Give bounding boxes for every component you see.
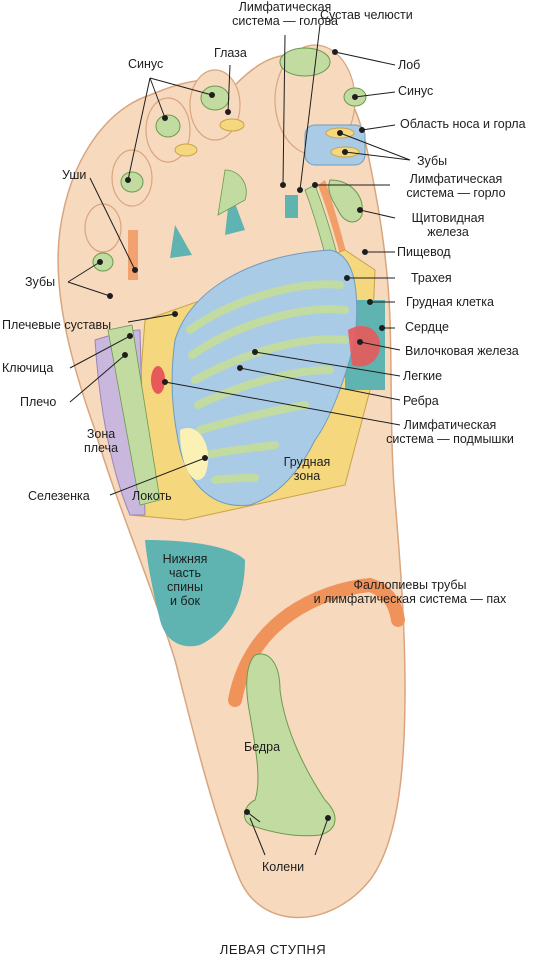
label-fallopian: Фаллопиевы трубы и лимфатическая система… xyxy=(313,578,507,606)
chest-area xyxy=(94,249,385,521)
label-jaw-joint: Сустав челюсти xyxy=(320,8,413,22)
caption: ЛЕВАЯ СТУПНЯ xyxy=(219,942,327,957)
label-eyes: Глаза xyxy=(214,46,247,60)
label-lower-back: Нижняя часть спины и бок xyxy=(162,552,208,608)
label-lymph-armpit: Лимфатическая система — подмышки xyxy=(386,418,514,446)
label-thyroid: Щитовидная железа xyxy=(411,211,485,239)
hip-zone xyxy=(244,653,336,837)
label-shoulder-joints: Плечевые суставы xyxy=(2,318,112,332)
label-lymph-throat: Лимфатическая система — горло xyxy=(406,172,506,200)
label-esophagus: Пищевод xyxy=(397,245,451,259)
label-sinus-left: Синус xyxy=(128,57,164,71)
label-clavicle: Ключица xyxy=(2,361,54,375)
label-elbow: Локоть xyxy=(132,489,172,503)
fallopian-arc xyxy=(228,577,405,707)
label-heart: Сердце xyxy=(405,320,449,334)
label-chest: Грудная клетка xyxy=(406,295,494,309)
leader-lines xyxy=(67,24,411,856)
label-knees: Колени xyxy=(262,860,305,874)
label-lungs: Легкие xyxy=(403,369,443,383)
label-teeth-left: Зубы xyxy=(25,275,56,289)
label-chest-zone: Грудная зона xyxy=(283,455,331,483)
label-ribs: Ребра xyxy=(403,394,439,408)
label-teeth-right: Зубы xyxy=(417,154,448,168)
sinus-zones xyxy=(92,47,367,272)
eyes-ears-zones xyxy=(128,118,245,280)
label-hip: Бедра xyxy=(244,740,281,754)
label-lymph-head: Лимфатическая система — голова xyxy=(232,0,338,28)
label-forehead: Лоб xyxy=(398,58,421,72)
label-shoulder-zone: Зона плеча xyxy=(83,427,119,455)
toe-base-zones xyxy=(170,169,298,258)
lower-back-zone xyxy=(145,540,245,647)
label-thymus: Вилочковая железа xyxy=(405,344,519,358)
label-spleen: Селезенка xyxy=(28,489,90,503)
label-sinus-right: Синус xyxy=(398,84,434,98)
label-nose-throat: Область носа и горла xyxy=(400,117,526,131)
label-ears: Уши xyxy=(62,168,87,182)
label-shoulder: Плечо xyxy=(20,395,57,409)
label-trachea: Трахея xyxy=(411,271,452,285)
